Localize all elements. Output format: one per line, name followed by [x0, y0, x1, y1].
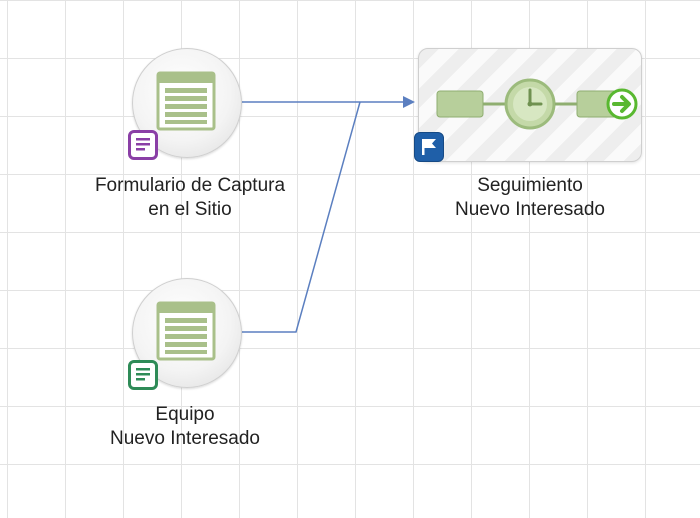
- node-label-line: Seguimiento: [477, 175, 583, 196]
- form-node-capture[interactable]: [132, 48, 242, 158]
- node-label-line: Formulario de Captura: [94, 175, 286, 196]
- node-label-followup: Seguimiento Nuevo Interesado: [410, 174, 650, 222]
- form-icon: [156, 71, 216, 131]
- node-label-line: Equipo: [155, 404, 215, 425]
- node-label-capture: Formulario de Captura en el Sitio: [60, 174, 320, 222]
- form-icon: [156, 301, 216, 361]
- sequence-node-followup[interactable]: [418, 48, 642, 162]
- node-label-line: en el Sitio: [148, 199, 232, 220]
- clock-icon: [504, 78, 556, 130]
- arrow-right-circle-icon: [606, 88, 638, 120]
- form-icon: [136, 138, 150, 151]
- node-label-line: Nuevo Interesado: [110, 428, 260, 449]
- connector-team-to-followup[interactable]: [242, 101, 361, 333]
- node-label-line: Nuevo Interesado: [455, 199, 605, 220]
- flag-icon: [422, 139, 436, 155]
- sequence-diagram: [436, 78, 638, 130]
- flag-badge-icon: [414, 132, 444, 162]
- node-label-team: Equipo Nuevo Interesado: [60, 403, 310, 451]
- form-badge-icon: [128, 130, 158, 160]
- form-badge-icon: [128, 360, 158, 390]
- sequence-step-pill: [436, 90, 484, 118]
- form-icon: [136, 368, 150, 381]
